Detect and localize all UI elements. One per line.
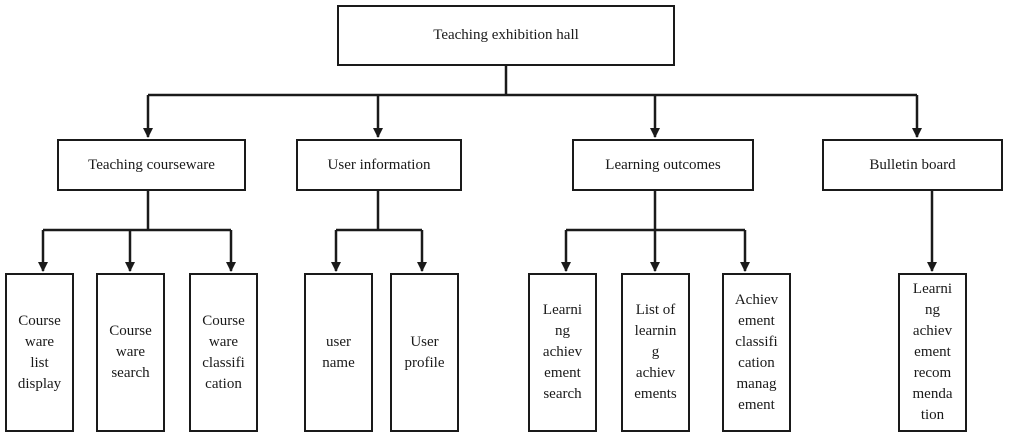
module-learning-outcomes: Learning outcomes	[572, 139, 754, 191]
leaf-achievement-search: Learni ng achiev ement search	[528, 273, 597, 432]
leaf-achievement-list: List of learnin g achiev ements	[621, 273, 690, 432]
leaf-text-line: classifi	[202, 354, 245, 371]
module-label: Bulletin board	[869, 156, 956, 173]
module-label: Learning outcomes	[605, 156, 721, 173]
leaf-text-line: Learni	[542, 302, 583, 318]
leaf-text-line: ement	[738, 312, 775, 329]
leaf-text-line: learnin	[634, 323, 677, 339]
leaf-text-line: achiev	[542, 344, 583, 360]
module-label: Teaching courseware	[88, 156, 215, 173]
leaf-text-line: achiev	[635, 365, 676, 381]
module-user-information: User information	[296, 139, 462, 191]
root-node: Teaching exhibition hall	[337, 5, 675, 66]
leaf-text-line: manag	[736, 375, 777, 392]
leaf-user-name: user name	[304, 273, 373, 432]
leaf-achievement-recommendation: Learni ng achiev ement recom menda tion	[898, 273, 967, 432]
leaf-text-line: ement	[544, 365, 581, 381]
leaf-text-line: menda	[912, 386, 953, 402]
leaf-text-line: name	[322, 354, 355, 371]
leaf-text-line: ng	[554, 323, 570, 339]
leaf-text-line: ements	[634, 386, 677, 402]
leaf-text-line: User	[410, 333, 439, 350]
leaf-text-line: search	[111, 365, 150, 381]
leaf-courseware-search: Course ware search	[96, 273, 165, 432]
leaf-courseware-list-display: Course ware list display	[5, 273, 74, 432]
leaf-text-line: ware	[24, 333, 55, 350]
leaf-text-line: ement	[914, 344, 951, 360]
module-teaching-courseware: Teaching courseware	[57, 139, 246, 191]
leaf-text-line: ware	[115, 344, 146, 360]
leaf-text-line: Course	[109, 323, 152, 339]
leaf-text-line: display	[17, 375, 62, 392]
leaf-text-line: Course	[202, 312, 245, 329]
leaf-text-line: ware	[208, 333, 239, 350]
leaf-text-line: search	[543, 386, 582, 402]
leaf-text-line: Course	[18, 312, 61, 329]
leaf-text-line: classifi	[735, 333, 778, 350]
leaf-user-profile: User profile	[390, 273, 459, 432]
leaf-text-line: Learni	[912, 281, 953, 297]
leaf-text-line: tion	[920, 407, 945, 423]
leaf-text-line: cation	[738, 354, 775, 371]
leaf-text-line: ng	[924, 302, 940, 318]
leaf-text-line: profile	[404, 354, 445, 371]
module-label: User information	[327, 156, 431, 173]
leaf-text-line: achiev	[912, 323, 953, 339]
leaf-text-line: list	[30, 354, 49, 371]
leaf-achievement-classification: Achiev ement classifi cation manag ement	[722, 273, 791, 432]
leaf-text-line: recom	[913, 365, 952, 381]
module-bulletin-board: Bulletin board	[822, 139, 1003, 191]
leaf-courseware-classification: Course ware classifi cation	[189, 273, 258, 432]
leaf-text-line: cation	[205, 375, 242, 392]
leaf-text-line: ement	[738, 396, 775, 413]
leaf-text-line: user	[325, 333, 351, 350]
root-node-label: Teaching exhibition hall	[433, 27, 579, 43]
leaf-text-line: List of	[635, 302, 676, 318]
leaf-text-line: g	[651, 344, 660, 360]
leaf-text-line: Achiev	[734, 291, 779, 308]
